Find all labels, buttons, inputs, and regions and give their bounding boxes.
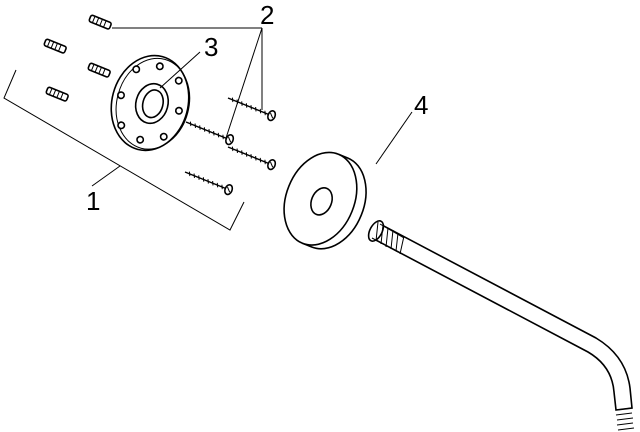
callout-number-2: 2 xyxy=(260,0,274,30)
mounting-plate xyxy=(110,54,191,152)
screw xyxy=(183,116,236,147)
wall-plug xyxy=(44,85,70,103)
wall-plug xyxy=(87,13,113,31)
screws xyxy=(182,92,278,197)
callout-3-leader xyxy=(159,51,201,89)
wall-plug xyxy=(42,37,68,55)
callout-number-1: 1 xyxy=(86,186,100,216)
screw xyxy=(182,166,235,197)
wall-plug xyxy=(86,61,112,79)
callout-number-4: 4 xyxy=(414,90,428,120)
callout-number-3: 3 xyxy=(204,32,218,62)
shower-arm xyxy=(367,220,635,431)
callout-2-leader xyxy=(225,27,263,139)
callout-4-leader xyxy=(375,111,413,165)
cover-rosette xyxy=(283,151,367,250)
screw xyxy=(225,92,278,123)
wall-plugs xyxy=(42,13,113,103)
leader-lines xyxy=(3,27,413,231)
callout-1-leader xyxy=(91,165,121,187)
screw xyxy=(225,141,278,172)
callout-1-bracket xyxy=(3,69,245,231)
